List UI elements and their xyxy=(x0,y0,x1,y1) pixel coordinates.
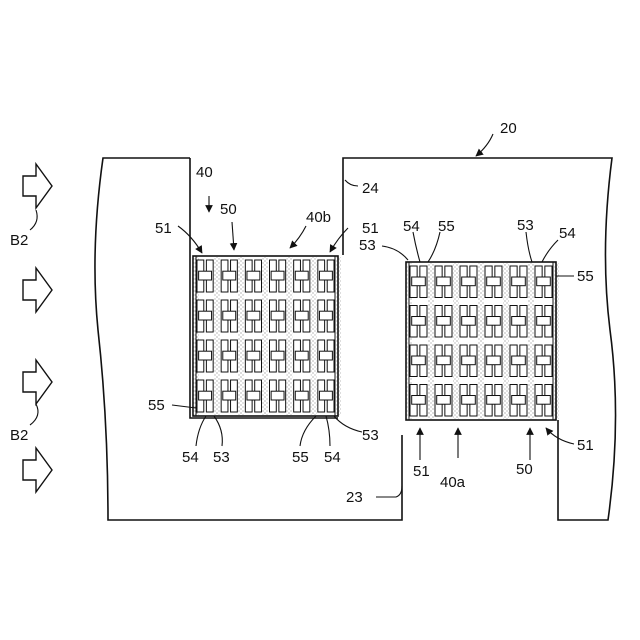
cross-bar xyxy=(462,277,476,286)
label-50-right: 50 xyxy=(516,461,533,478)
label-53-left-b: 53 xyxy=(362,427,379,444)
cross-bar xyxy=(412,396,426,405)
cross-bar xyxy=(295,311,308,320)
cross-bar xyxy=(412,317,426,326)
b2-leader xyxy=(30,210,37,230)
structure-unit-left xyxy=(193,256,341,416)
cross-bar xyxy=(412,277,426,286)
cross-bar xyxy=(437,317,451,326)
cross-bar xyxy=(487,356,501,365)
stippled-strip xyxy=(214,257,220,415)
label-b2-upper: B2 xyxy=(10,232,28,249)
cross-bar xyxy=(462,396,476,405)
stippled-strip xyxy=(553,263,559,419)
stippled-strip xyxy=(478,263,484,419)
label-55-left-b: 55 xyxy=(292,449,309,466)
stippled-strip xyxy=(453,263,459,419)
label-40a: 40a xyxy=(440,474,466,491)
cross-bar xyxy=(512,317,526,326)
stippled-strip xyxy=(238,257,244,415)
label-23: 23 xyxy=(346,489,363,506)
cross-bar xyxy=(462,317,476,326)
stippled-strip xyxy=(528,263,534,419)
label-51-right-b: 51 xyxy=(577,437,594,454)
cross-bar xyxy=(437,396,451,405)
cross-bar xyxy=(319,351,332,360)
cross-bar xyxy=(537,356,551,365)
hollow-right-arrow-icon xyxy=(23,360,52,404)
cross-bar xyxy=(295,391,308,400)
label-53-right-b: 53 xyxy=(517,217,534,234)
label-51-left-a: 51 xyxy=(155,220,172,237)
cross-bar xyxy=(223,271,236,280)
label-40: 40 xyxy=(196,164,213,181)
cross-bar xyxy=(223,351,236,360)
cross-bar xyxy=(512,356,526,365)
cross-bar xyxy=(271,271,284,280)
label-51-left-b: 51 xyxy=(362,220,379,237)
cross-bar xyxy=(271,391,284,400)
stippled-strip xyxy=(287,257,293,415)
cross-bar xyxy=(199,311,212,320)
cross-bar xyxy=(512,277,526,286)
cross-bar xyxy=(537,277,551,286)
cross-bar xyxy=(295,271,308,280)
stippled-strip xyxy=(311,257,317,415)
label-53-right-a: 53 xyxy=(359,237,376,254)
label-40b: 40b xyxy=(306,209,331,226)
cross-bar xyxy=(247,271,260,280)
stippled-strip xyxy=(503,263,509,419)
cross-bar xyxy=(537,317,551,326)
cross-bar xyxy=(271,351,284,360)
label-51-right-a: 51 xyxy=(413,463,430,480)
cross-bar xyxy=(487,277,501,286)
cross-bar xyxy=(199,271,212,280)
cross-bar xyxy=(295,351,308,360)
cross-bar xyxy=(271,311,284,320)
cross-bar xyxy=(537,396,551,405)
hollow-right-arrow-icon xyxy=(23,268,52,312)
label-53-left-a: 53 xyxy=(213,449,230,466)
cross-bar xyxy=(223,391,236,400)
cross-bar xyxy=(319,391,332,400)
cross-bar xyxy=(487,396,501,405)
cross-bar xyxy=(199,351,212,360)
cross-bar xyxy=(437,277,451,286)
cross-bar xyxy=(512,396,526,405)
hollow-right-arrow-icon xyxy=(23,448,52,492)
cross-bar xyxy=(247,391,260,400)
cross-bar xyxy=(487,317,501,326)
label-b2-lower: B2 xyxy=(10,427,28,444)
stippled-strip xyxy=(428,263,434,419)
label-54-right-a: 54 xyxy=(403,218,420,235)
cross-bar xyxy=(412,356,426,365)
label-55-right-b: 55 xyxy=(577,268,594,285)
label-54-right-b: 54 xyxy=(559,225,576,242)
cross-bar xyxy=(247,351,260,360)
stippled-strip xyxy=(263,257,269,415)
stippled-strip xyxy=(335,257,341,415)
label-24: 24 xyxy=(362,180,379,197)
cross-bar xyxy=(462,356,476,365)
label-54-left-b: 54 xyxy=(324,449,341,466)
label-50-left: 50 xyxy=(220,201,237,218)
label-54-left-a: 54 xyxy=(182,449,199,466)
structure-unit-right xyxy=(406,262,559,420)
cross-bar xyxy=(223,311,236,320)
hollow-right-arrow-icon xyxy=(23,164,52,208)
cross-bar xyxy=(437,356,451,365)
label-55-right-a: 55 xyxy=(438,218,455,235)
cross-bar xyxy=(199,391,212,400)
b2-leader xyxy=(30,404,38,425)
cross-bar xyxy=(247,311,260,320)
cross-bar xyxy=(319,271,332,280)
label-20: 20 xyxy=(500,120,517,137)
cross-bar xyxy=(319,311,332,320)
label-55-left: 55 xyxy=(148,397,165,414)
